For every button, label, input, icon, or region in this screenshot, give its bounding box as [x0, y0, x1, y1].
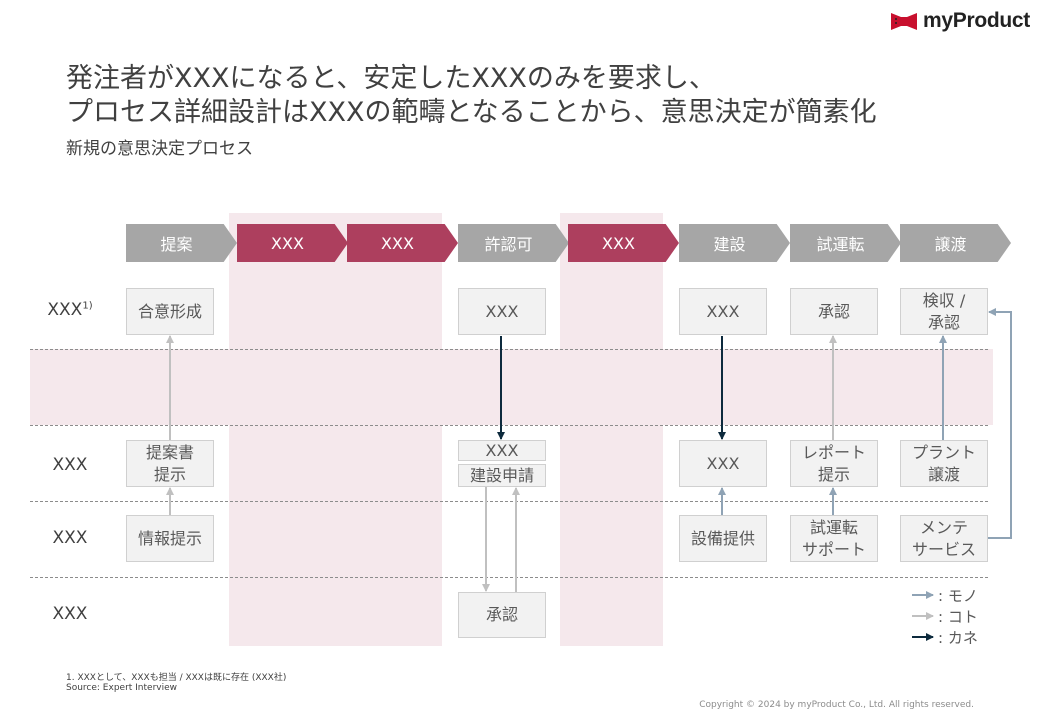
stage-chevron: 建設	[679, 224, 790, 262]
process-box: 試運転 サポート	[790, 515, 878, 562]
process-box: プラント 譲渡	[900, 440, 988, 487]
page-subtitle: 新規の意思決定プロセス	[66, 139, 253, 159]
stage-label: XXX	[602, 233, 635, 253]
stage-label: XXX	[381, 233, 414, 253]
stage-chevron: 許認可	[458, 224, 569, 262]
stage-label: 提案	[160, 235, 193, 254]
row-label: XXX	[52, 604, 88, 624]
stage-chevron: 試運転	[790, 224, 901, 262]
stage-label: XXX	[271, 233, 304, 253]
row-divider	[30, 349, 988, 350]
row-divider	[30, 501, 988, 502]
source-note: Source: Expert Interview	[66, 683, 178, 693]
brand-name: myProduct	[923, 9, 1030, 32]
highlight-row-band	[30, 349, 993, 425]
bowtie-logo-icon	[891, 12, 917, 30]
brand-logo: myProduct	[891, 9, 1030, 33]
row-label: XXX	[52, 528, 88, 548]
stage-chevron: XXX	[568, 224, 679, 262]
legend-label-koto: : コト	[938, 608, 978, 626]
footnote: 1. XXXとして、XXXも担当 / XXXは既に存在 (XXX社) Sourc…	[66, 673, 286, 693]
process-box: 情報提示	[126, 515, 214, 562]
stage-chevron: XXX	[347, 224, 458, 262]
process-box: 検収 / 承認	[900, 288, 988, 335]
stage-chevron: 提案	[126, 224, 237, 262]
stage-label: 試運転	[816, 235, 865, 254]
stage-label: 許認可	[484, 235, 533, 254]
footnote-1: 1. XXXとして、XXXも担当 / XXXは既に存在 (XXX社)	[66, 673, 287, 683]
process-box: XXX	[458, 440, 546, 461]
process-box: 承認	[458, 592, 546, 638]
row-divider	[30, 425, 988, 426]
stage-label: 譲渡	[934, 235, 967, 254]
process-box: メンテ サービス	[900, 515, 988, 562]
title-line-1: 発注者がXXXになると、安定したXXXのみを要求し、	[66, 63, 716, 94]
stage-label: 建設	[713, 235, 746, 254]
process-box: XXX	[458, 288, 546, 335]
copyright: Copyright © 2024 by myProduct Co., Ltd. …	[699, 700, 974, 710]
process-box: 承認	[790, 288, 878, 335]
row-label: XXX1)	[47, 300, 93, 320]
row-label: XXX	[52, 455, 88, 475]
highlight-column-band	[560, 213, 663, 646]
process-box: 合意形成	[126, 288, 214, 335]
process-box: XXX	[679, 288, 767, 335]
stage-chevron: XXX	[237, 224, 348, 262]
row-divider	[30, 577, 988, 578]
mono-arrow	[988, 308, 1012, 539]
title-line-2: プロセス詳細設計はXXXの範疇となることから、意思決定が簡素化	[66, 97, 877, 128]
process-box: 提案書 提示	[126, 440, 214, 487]
process-box: 設備提供	[679, 515, 767, 562]
legend-label-kane: : カネ	[938, 629, 978, 647]
page-title: 発注者がXXXになると、安定したXXXのみを要求し、 プロセス詳細設計はXXXの…	[66, 62, 877, 130]
stage-chevron: 譲渡	[900, 224, 1011, 262]
highlight-column-band	[229, 213, 442, 646]
process-box: 建設申請	[458, 464, 546, 487]
process-box: レポート 提示	[790, 440, 878, 487]
legend-label-mono: : モノ	[938, 587, 978, 605]
process-box: XXX	[679, 440, 767, 487]
